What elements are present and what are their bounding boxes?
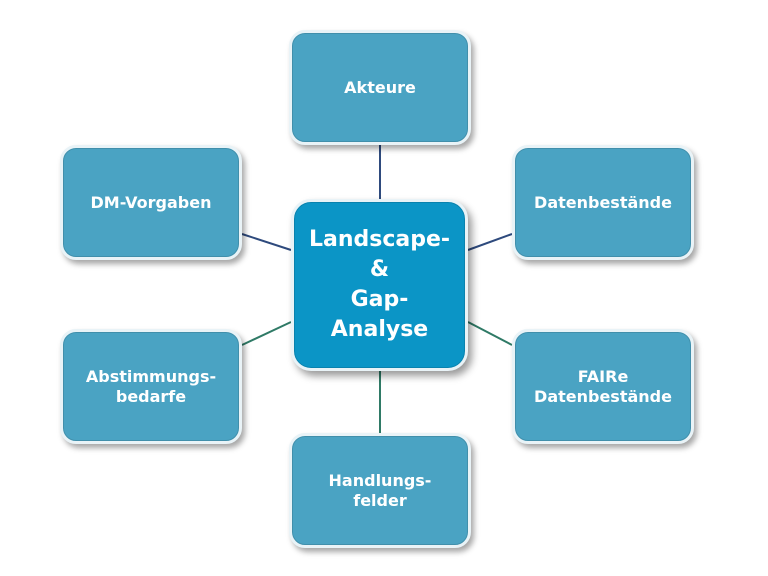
- node-label-line: bedarfe: [115, 386, 187, 406]
- node-label-group: Handlungs- felder: [329, 471, 432, 511]
- connector-dm-vorgaben: [241, 233, 292, 251]
- center-label-line: Landscape-: [308, 227, 451, 252]
- node-dm-vorgaben: DM-Vorgaben: [60, 145, 242, 260]
- node-handlungsfelder: Handlungs- felder: [289, 433, 471, 548]
- node-akteure: Akteure: [289, 30, 471, 145]
- node-label-line: FAIRe: [577, 366, 629, 386]
- node-label: Datenbestände: [534, 192, 672, 212]
- connector-abstimmungsbedarfe: [241, 321, 292, 346]
- node-label-group: Abstimmungs- bedarfe: [86, 367, 216, 407]
- node-label-group: FAIRe Datenbestände: [534, 367, 672, 407]
- node-datenbestaende: Datenbestände: [512, 145, 694, 260]
- node-label-line: Datenbestände: [534, 386, 672, 406]
- node-center-landscape-gap-analyse: Landscape- & Gap- Analyse: [291, 199, 468, 371]
- node-label: DM-Vorgaben: [90, 192, 212, 212]
- connector-faire: [467, 321, 513, 346]
- connector-datenbestaende: [467, 233, 513, 251]
- node-label: Akteure: [344, 77, 416, 97]
- center-label-line: Analyse: [330, 317, 429, 342]
- node-label-line: Abstimmungs-: [85, 366, 217, 386]
- center-label-group: Landscape- & Gap- Analyse: [309, 225, 450, 345]
- node-label-line: felder: [353, 490, 407, 510]
- node-faire-datenbestaende: FAIRe Datenbestände: [512, 329, 694, 444]
- center-label-line: &: [369, 257, 390, 282]
- node-abstimmungsbedarfe: Abstimmungs- bedarfe: [60, 329, 242, 444]
- center-label-line: Gap-: [350, 287, 409, 312]
- node-label-line: Handlungs-: [328, 470, 432, 490]
